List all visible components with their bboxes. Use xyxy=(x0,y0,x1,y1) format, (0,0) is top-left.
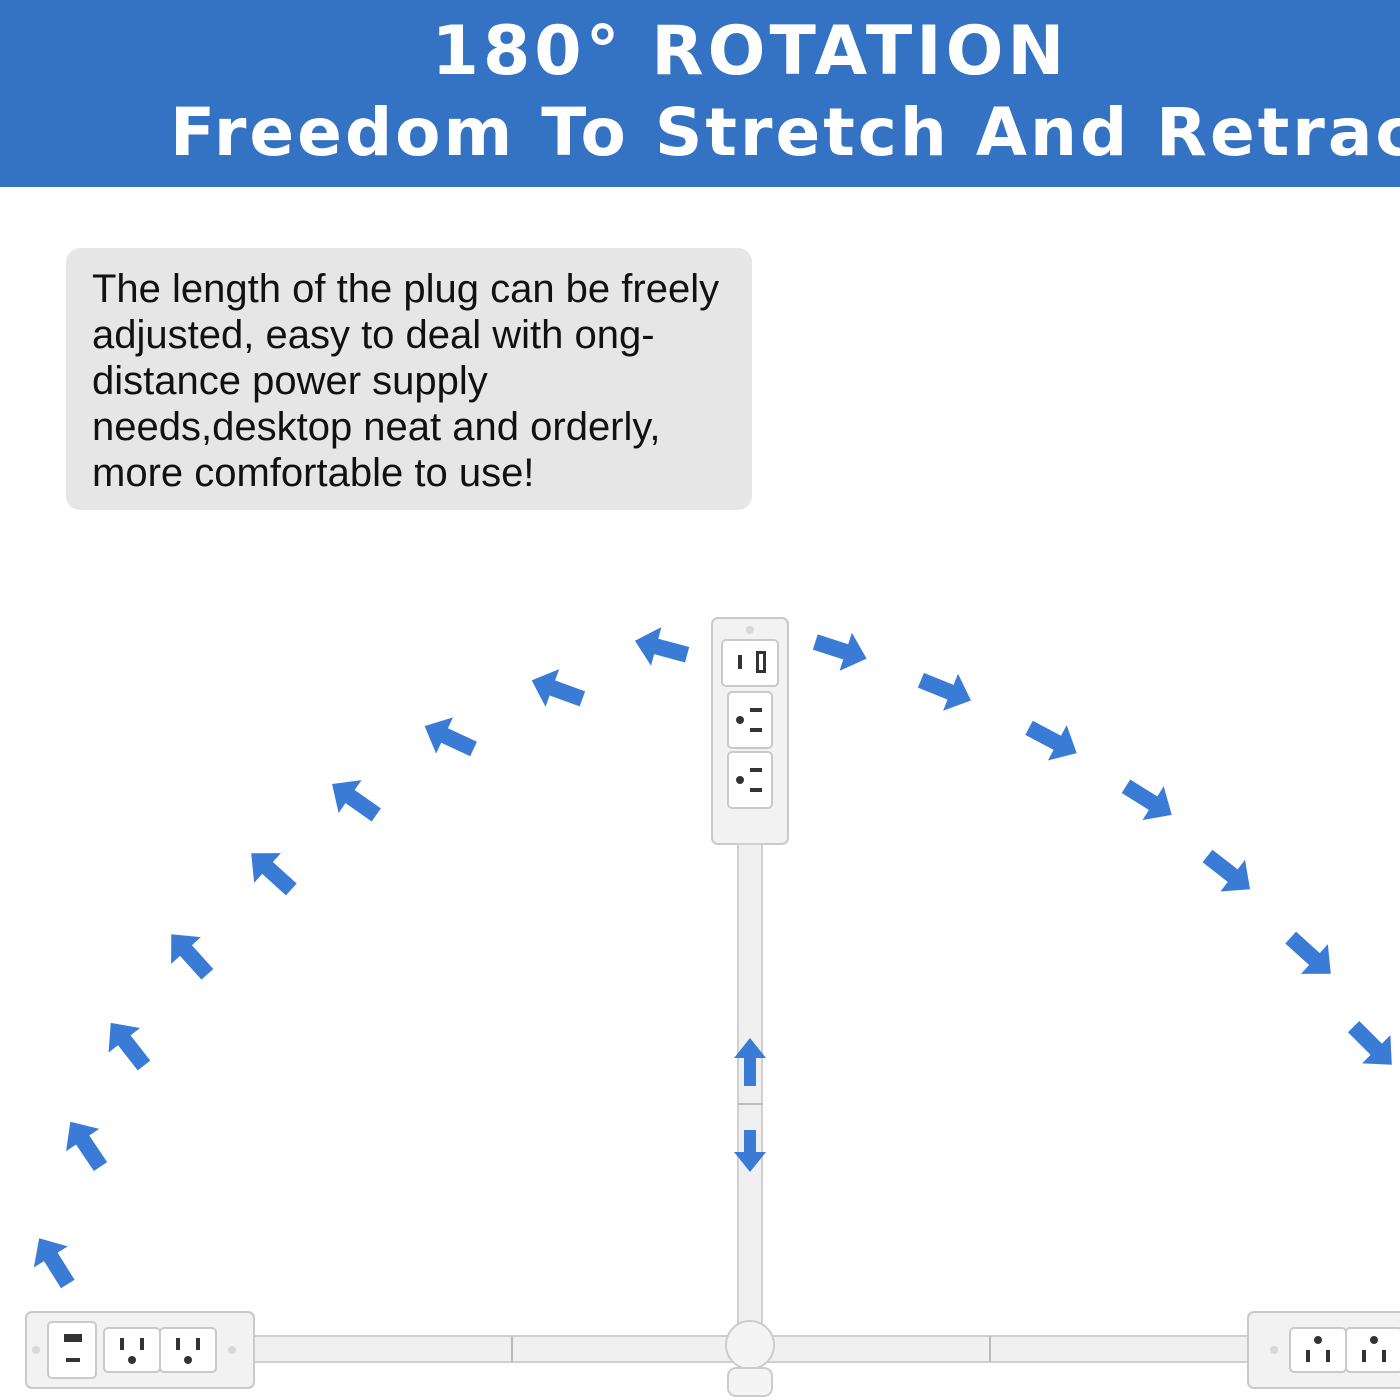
extend-arrows-icon xyxy=(734,1038,766,1172)
page-title: 180° ROTATION xyxy=(431,12,1069,91)
title-banner: 180° ROTATION Freedom To Stretch And Ret… xyxy=(0,0,1400,187)
power-strip-left xyxy=(25,1311,255,1389)
description-text: The length of the plug can be freely adj… xyxy=(92,267,720,495)
description-box: The length of the plug can be freely adj… xyxy=(66,248,752,510)
power-strip-right xyxy=(1247,1311,1400,1389)
left-rotation-arrows xyxy=(22,621,693,1295)
horizontal-arm xyxy=(249,1320,1251,1397)
power-strip-vertical xyxy=(711,617,789,1341)
page-subtitle: Freedom To Stretch And Retract xyxy=(170,94,1400,171)
right-rotation-arrows xyxy=(809,622,1400,1079)
